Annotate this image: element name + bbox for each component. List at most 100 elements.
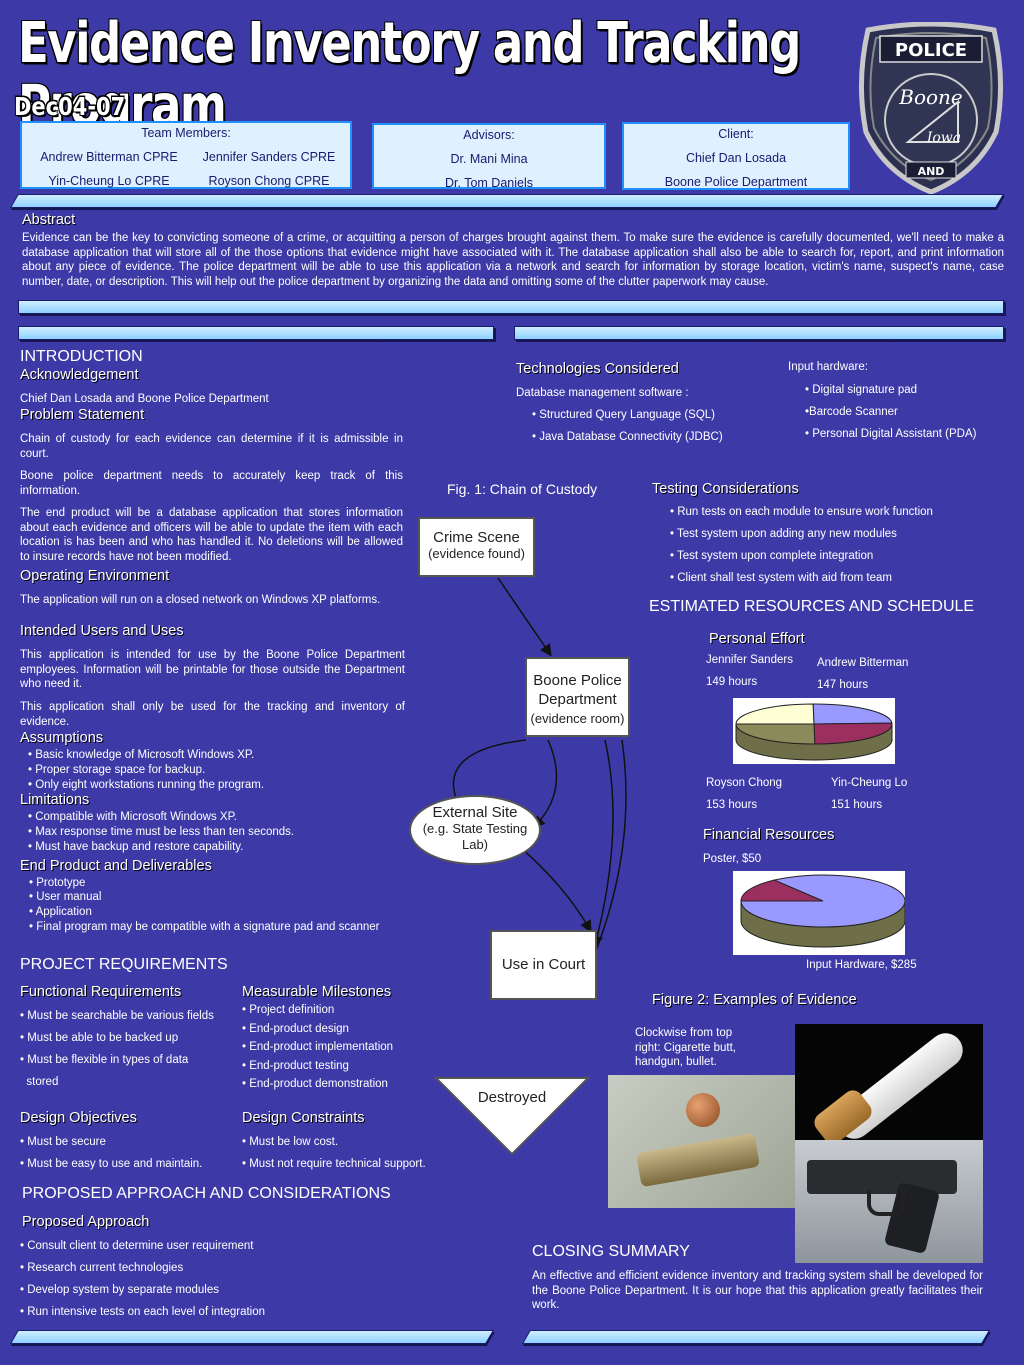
external-site-sublabel-2: Lab) bbox=[461, 837, 489, 852]
financial-label-hardware: Input Hardware, $285 bbox=[806, 959, 917, 971]
resources-heading: ESTIMATED RESOURCES AND SCHEDULE bbox=[649, 598, 975, 615]
assumption-item: • Only eight workstations running the pr… bbox=[28, 779, 265, 791]
cigarette-butt-image bbox=[795, 1024, 983, 1140]
client-org: Boone Police Department bbox=[664, 175, 808, 189]
figure-1-caption: Fig. 1: Chain of Custody bbox=[447, 481, 598, 497]
badge-boone-text: Boone bbox=[898, 85, 963, 109]
advisors-label: Advisors: bbox=[463, 128, 515, 142]
abstract-text: Evidence can be the key to convicting so… bbox=[22, 232, 1004, 288]
department-label-2: Department bbox=[538, 691, 617, 708]
operating-environment-text: The application will run on a closed net… bbox=[20, 594, 381, 606]
milestones-heading: Measurable Milestones bbox=[242, 984, 392, 1000]
design-constraint-item: • Must be low cost. bbox=[242, 1136, 339, 1148]
testing-item: • Test system upon adding any new module… bbox=[670, 528, 897, 540]
badge-and-text: AND bbox=[918, 165, 945, 178]
design-constraint-item: • Must not require technical support. bbox=[242, 1158, 426, 1170]
technology-item: • Java Database Connectivity (JDBC) bbox=[532, 431, 723, 443]
assumption-item: • Basic knowledge of Microsoft Windows X… bbox=[28, 749, 255, 761]
financial-label-poster: Poster, $50 bbox=[703, 853, 762, 865]
divider-bar bbox=[9, 194, 1004, 208]
divider-bar bbox=[18, 326, 494, 340]
proposed-approach-heading: PROPOSED APPROACH AND CONSIDERATIONS bbox=[22, 1185, 391, 1202]
financial-resources-heading: Financial Resources bbox=[703, 827, 835, 843]
divider-bar bbox=[18, 300, 1004, 314]
deliverable-item: • Final program may be compatible with a… bbox=[29, 921, 380, 933]
crime-scene-label: Crime Scene bbox=[433, 529, 520, 546]
personal-effort-heading: Personal Effort bbox=[709, 631, 805, 647]
limitations-heading: Limitations bbox=[20, 792, 90, 808]
divider-bar bbox=[9, 1330, 495, 1344]
police-department-box: Boone Police Department (evidence room) bbox=[525, 657, 630, 737]
problem-statement-text: Boone police department needs to accurat… bbox=[20, 470, 403, 497]
functional-requirement-item: • Must be flexible in types of data bbox=[20, 1054, 189, 1066]
poster-title: Evidence Inventory and Tracking Program bbox=[18, 9, 801, 139]
pie-slice bbox=[735, 723, 816, 745]
testing-item: • Test system upon complete integration bbox=[670, 550, 874, 562]
design-objective-item: • Must be easy to use and maintain. bbox=[20, 1158, 203, 1170]
pie-slice bbox=[740, 874, 905, 928]
personal-effort-pie-chart bbox=[733, 698, 895, 764]
technologies-heading: Technologies Considered bbox=[516, 361, 679, 377]
deliverable-item: • Prototype bbox=[29, 877, 86, 889]
team-members-card: Team Members: Andrew Bitterman CPRE Jenn… bbox=[20, 121, 352, 189]
approach-item: • Develop system by separate modules bbox=[20, 1284, 219, 1296]
crime-scene-sublabel: (evidence found) bbox=[428, 546, 525, 561]
external-site-sublabel-1: (e.g. State Testing bbox=[422, 821, 528, 836]
badge-iowa-text: Iowa bbox=[926, 130, 961, 146]
approach-item: • Run intensive tests on each level of i… bbox=[20, 1306, 266, 1318]
effort-hours: 153 hours bbox=[706, 799, 758, 811]
figure-2-description: Clockwise from top right: Cigarette butt… bbox=[635, 1027, 736, 1069]
divider-bar bbox=[514, 326, 1004, 340]
proposed-approach-subheading: Proposed Approach bbox=[22, 1214, 150, 1230]
effort-hours: 149 hours bbox=[706, 676, 758, 688]
effort-name: Andrew Bitterman bbox=[817, 657, 909, 669]
limitation-item: • Must have backup and restore capabilit… bbox=[28, 841, 244, 853]
pie-slice bbox=[735, 703, 815, 725]
flow-arrow bbox=[591, 739, 614, 948]
approach-item: • Research current technologies bbox=[20, 1262, 184, 1274]
police-badge-icon: POLICE Boone Iowa AND bbox=[858, 22, 1004, 194]
use-in-court-label: Use in Court bbox=[501, 956, 586, 973]
intended-users-text: This application is intended for use by … bbox=[20, 649, 405, 691]
milestone-item: • End-product design bbox=[242, 1023, 349, 1035]
design-objectives-heading: Design Objectives bbox=[20, 1110, 137, 1126]
flow-arrow bbox=[587, 739, 627, 970]
functional-requirement-item: • Must be able to be backed up bbox=[20, 1032, 179, 1044]
technology-item: • Structured Query Language (SQL) bbox=[532, 409, 716, 421]
handgun-image bbox=[795, 1140, 983, 1263]
deliverable-item: • Application bbox=[29, 906, 92, 918]
pie-slice bbox=[812, 703, 893, 725]
problem-statement-text: Chain of custody for each evidence can d… bbox=[20, 433, 403, 460]
introduction-heading: INTRODUCTION bbox=[20, 348, 143, 365]
bullet-image bbox=[608, 1075, 795, 1208]
problem-statement-text: The end product will be a database appli… bbox=[20, 507, 403, 563]
department-sublabel: (evidence room) bbox=[530, 711, 625, 726]
figure-2-caption: Figure 2: Examples of Evidence bbox=[652, 992, 857, 1008]
input-hardware-label: Input hardware: bbox=[788, 361, 868, 373]
external-site-label: External Site bbox=[432, 804, 518, 821]
intended-users-text: This application shall only be used for … bbox=[20, 701, 405, 728]
advisors-card: Advisors: Dr. Mani Mina Dr. Tom Daniels bbox=[372, 123, 606, 190]
crime-scene-box: Crime Scene (evidence found) bbox=[418, 517, 535, 577]
advisor-1: Dr. Mani Mina bbox=[450, 152, 528, 166]
testing-heading: Testing Considerations bbox=[652, 481, 799, 497]
milestone-item: • Project definition bbox=[242, 1004, 335, 1016]
team-member-3: Yin-Cheung Lo CPRE bbox=[48, 174, 170, 188]
effort-hours: 151 hours bbox=[831, 799, 883, 811]
advisor-2: Dr. Tom Daniels bbox=[445, 176, 533, 190]
acknowledgement-heading: Acknowledgement bbox=[20, 367, 139, 383]
limitation-item: • Compatible with Microsoft Windows XP. bbox=[28, 811, 237, 823]
client-card: Client: Chief Dan Losada Boone Police De… bbox=[622, 122, 850, 190]
limitation-item: • Max response time must be less than te… bbox=[28, 826, 295, 838]
assumptions-heading: Assumptions bbox=[20, 730, 104, 746]
external-site-ellipse: External Site (e.g. State Testing Lab) bbox=[409, 795, 541, 865]
closing-summary-heading: CLOSING SUMMARY bbox=[532, 1243, 690, 1260]
financial-resources-pie-chart bbox=[733, 871, 905, 955]
effort-name: Yin-Cheung Lo bbox=[831, 777, 908, 789]
milestone-item: • End-product implementation bbox=[242, 1041, 394, 1053]
flow-arrow bbox=[532, 739, 558, 829]
hardware-item: • Personal Digital Assistant (PDA) bbox=[805, 428, 977, 440]
milestone-item: • End-product demonstration bbox=[242, 1078, 388, 1090]
destroyed-triangle: Destroyed bbox=[434, 1077, 590, 1156]
functional-requirement-item: stored bbox=[20, 1076, 59, 1088]
